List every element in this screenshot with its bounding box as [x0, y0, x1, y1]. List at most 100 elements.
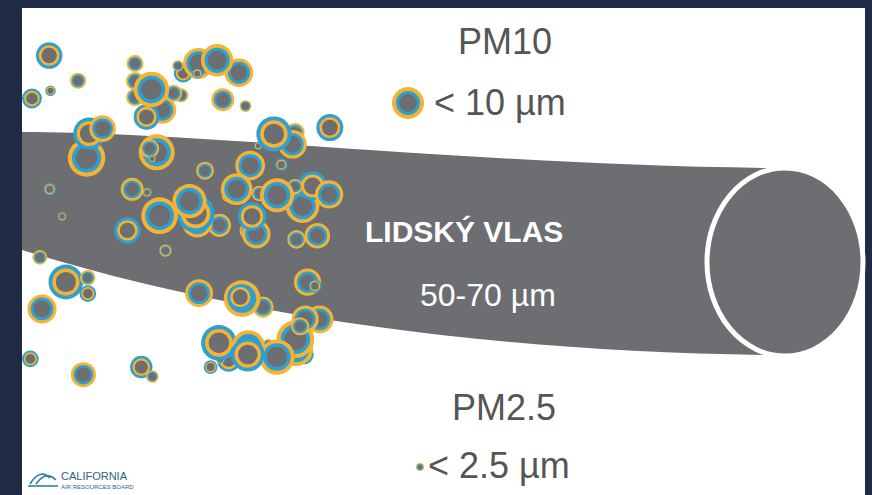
particle — [27, 294, 56, 323]
particle — [278, 161, 285, 168]
particle — [275, 158, 288, 171]
particle — [193, 70, 201, 78]
particle — [194, 71, 200, 77]
particle — [289, 232, 303, 246]
particle — [34, 252, 46, 264]
particle — [321, 186, 337, 202]
particle — [46, 186, 53, 193]
particle — [150, 156, 155, 161]
particle — [308, 279, 321, 292]
particle — [231, 338, 265, 372]
particle — [71, 362, 96, 387]
particle — [241, 101, 250, 110]
particle — [294, 269, 321, 296]
particle — [72, 74, 85, 87]
particle — [297, 272, 318, 293]
particle — [227, 180, 245, 198]
pm25-title: PM2.5 — [452, 390, 556, 426]
particle — [60, 214, 65, 219]
particle — [139, 109, 154, 124]
particle — [201, 44, 233, 76]
particle — [134, 104, 160, 130]
particle — [141, 79, 162, 100]
particle — [228, 284, 257, 313]
particle — [42, 48, 57, 63]
particle — [188, 282, 210, 304]
particle — [233, 290, 248, 305]
particle — [32, 250, 47, 265]
particle — [216, 93, 229, 106]
pm10-icon — [392, 87, 424, 119]
particle — [267, 347, 287, 367]
particle — [92, 118, 113, 139]
particle — [146, 370, 159, 383]
particle — [256, 116, 291, 151]
particle — [200, 165, 210, 175]
logo-name: CALIFORNIA — [61, 471, 127, 482]
logo-subtitle: AIR RESOURCES BOARD — [61, 484, 134, 490]
particle — [48, 265, 83, 300]
particle — [121, 178, 144, 201]
particle — [191, 285, 207, 301]
particle — [291, 234, 302, 245]
particle — [207, 363, 215, 371]
hair-size: 50-70 µm — [420, 279, 556, 311]
particle — [198, 164, 212, 178]
particle — [238, 345, 258, 365]
particle — [196, 162, 214, 180]
particle — [144, 190, 150, 196]
particle — [136, 107, 156, 127]
particle — [319, 117, 340, 138]
particle — [59, 213, 65, 219]
particle — [172, 184, 206, 218]
particle — [204, 360, 218, 374]
particle — [76, 147, 98, 169]
particle — [260, 178, 294, 212]
particle — [58, 212, 66, 220]
particle — [159, 245, 171, 257]
particle — [114, 217, 140, 243]
particle — [263, 343, 291, 371]
particle — [161, 246, 170, 255]
particle — [231, 65, 248, 82]
particle — [316, 114, 343, 141]
particle — [214, 91, 232, 109]
particle — [39, 45, 60, 66]
particle — [134, 72, 170, 108]
particle — [175, 63, 182, 70]
particle — [295, 321, 306, 332]
particle — [230, 287, 250, 307]
particle — [145, 201, 174, 230]
particle — [242, 103, 249, 110]
particle — [205, 362, 216, 373]
particle — [73, 76, 82, 85]
particle — [76, 367, 90, 381]
particle — [149, 156, 155, 162]
particle — [139, 134, 175, 170]
hair-label: LIDSKÝ VLAS50-70 µm — [355, 205, 655, 320]
particle — [311, 282, 319, 290]
particle — [95, 121, 110, 136]
particle — [260, 120, 287, 147]
hair-end — [707, 168, 863, 356]
particle — [56, 272, 76, 292]
particle — [83, 289, 93, 299]
particle — [224, 280, 261, 317]
particle — [130, 59, 140, 69]
particle — [24, 91, 40, 107]
particle — [238, 202, 267, 231]
particle — [70, 73, 86, 89]
particle — [36, 42, 63, 69]
pm25-icon — [416, 463, 424, 471]
particle — [239, 154, 262, 177]
particle — [31, 298, 54, 321]
particle — [221, 173, 253, 205]
particle — [45, 85, 56, 96]
particle — [240, 100, 252, 112]
particle — [140, 139, 159, 158]
particle — [169, 88, 179, 98]
particle — [192, 68, 202, 78]
particle — [293, 319, 307, 333]
particle — [241, 205, 263, 227]
